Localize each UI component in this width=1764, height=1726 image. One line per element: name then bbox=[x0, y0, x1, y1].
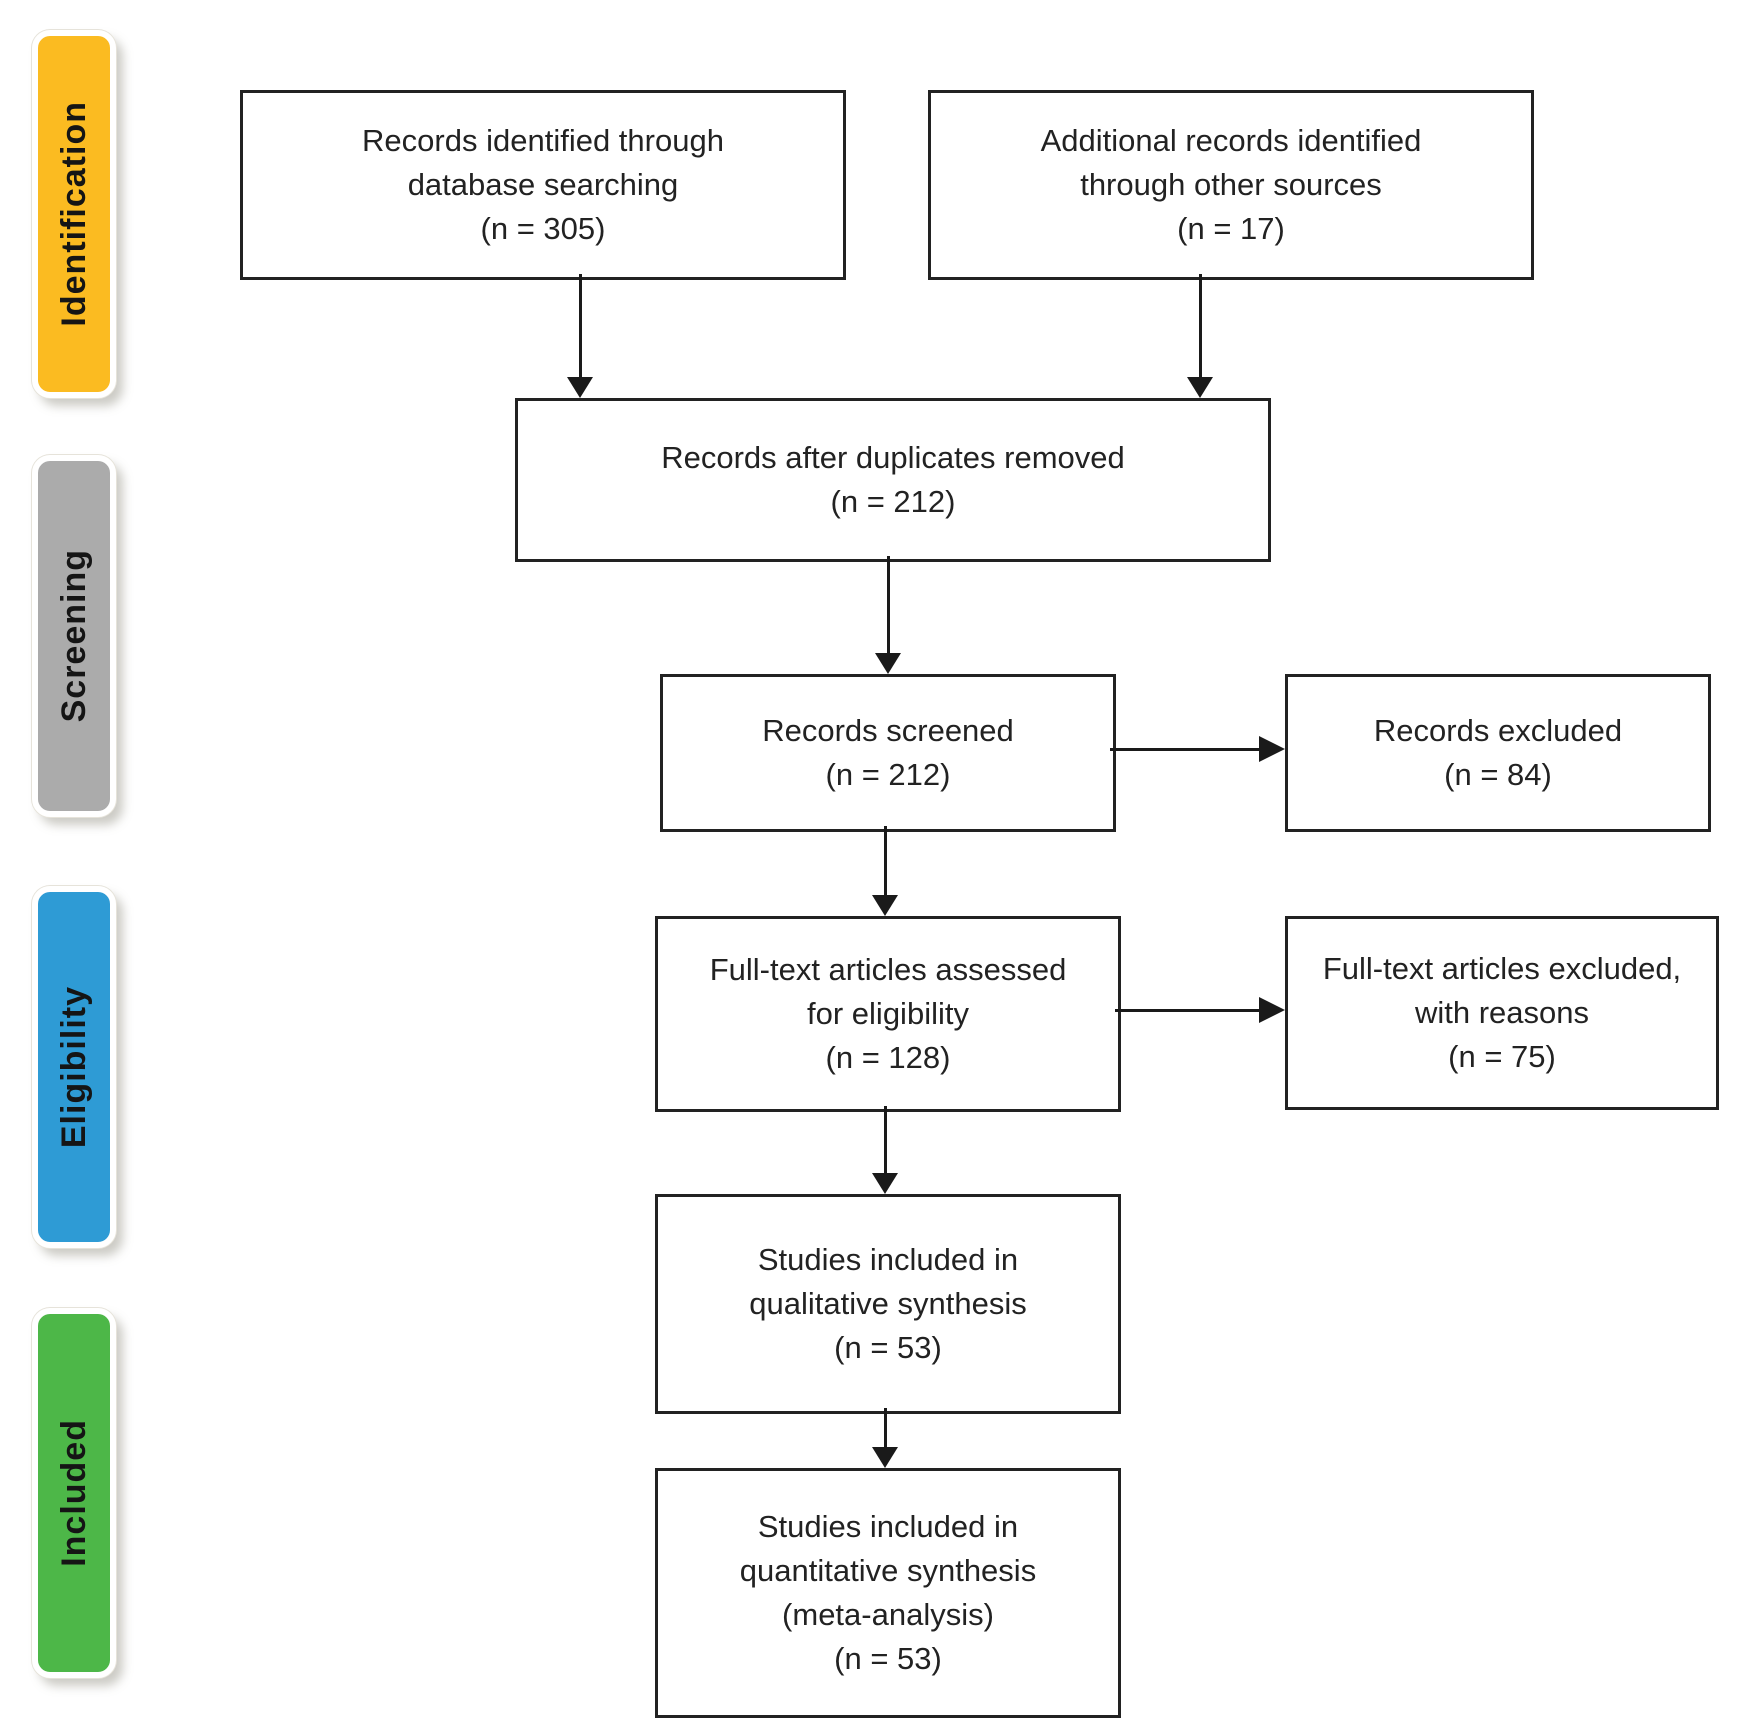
box-fulltext-excluded: Full-text articles excluded, with reason… bbox=[1285, 916, 1719, 1110]
box-fulltext-excluded-label: Full-text articles excluded, with reason… bbox=[1322, 950, 1682, 1074]
box-additional-records-label: Additional records identified through ot… bbox=[1040, 122, 1422, 246]
stage-tab-screening: Screening bbox=[32, 455, 116, 817]
box-records-identified-label: Records identified through database sear… bbox=[362, 122, 724, 246]
stage-label-included: Included bbox=[54, 1419, 93, 1567]
arrow-duplicates-to-screened-line bbox=[887, 556, 890, 654]
box-records-screened: Records screened (n = 212) bbox=[660, 674, 1116, 832]
box-quantitative-synthesis: Studies included in quantitative synthes… bbox=[655, 1468, 1121, 1718]
arrow-qualitative-to-quantitative-head bbox=[872, 1447, 898, 1468]
arrow-screened-to-excluded-head bbox=[1259, 736, 1285, 762]
box-qualitative-synthesis-label: Studies included in qualitative synthesi… bbox=[749, 1241, 1027, 1365]
box-additional-records: Additional records identified through ot… bbox=[928, 90, 1534, 280]
stage-tab-identification: Identification bbox=[32, 30, 116, 398]
arrow-additional-to-duplicates-line bbox=[1199, 274, 1202, 378]
stage-tab-included: Included bbox=[32, 1308, 116, 1678]
arrow-fulltext-to-ftexcluded-head bbox=[1259, 997, 1285, 1023]
arrow-duplicates-to-screened-head bbox=[875, 653, 901, 674]
arrow-fulltext-to-qualitative-head bbox=[872, 1173, 898, 1194]
stage-label-eligibility: Eligibility bbox=[54, 985, 93, 1149]
arrow-fulltext-to-ftexcluded-line bbox=[1115, 1009, 1261, 1012]
box-qualitative-synthesis: Studies included in qualitative synthesi… bbox=[655, 1194, 1121, 1414]
box-records-screened-label: Records screened (n = 212) bbox=[762, 712, 1014, 792]
arrow-screened-to-fulltext-head bbox=[872, 895, 898, 916]
arrow-additional-to-duplicates-head bbox=[1187, 377, 1213, 398]
box-after-duplicates: Records after duplicates removed (n = 21… bbox=[515, 398, 1271, 562]
box-fulltext-assessed: Full-text articles assessed for eligibil… bbox=[655, 916, 1121, 1112]
box-records-excluded-label: Records excluded (n = 84) bbox=[1373, 712, 1623, 792]
stage-label-identification: Identification bbox=[54, 101, 93, 327]
box-after-duplicates-label: Records after duplicates removed (n = 21… bbox=[661, 439, 1125, 519]
box-records-identified: Records identified through database sear… bbox=[240, 90, 846, 280]
arrow-qualitative-to-quantitative-line bbox=[884, 1408, 887, 1450]
arrow-identified-to-duplicates-line bbox=[579, 274, 582, 378]
stage-tab-eligibility: Eligibility bbox=[32, 886, 116, 1248]
arrow-screened-to-fulltext-line bbox=[884, 826, 887, 896]
box-quantitative-synthesis-label: Studies included in quantitative synthes… bbox=[739, 1508, 1037, 1677]
arrow-fulltext-to-qualitative-line bbox=[884, 1106, 887, 1174]
arrow-identified-to-duplicates-head bbox=[567, 377, 593, 398]
box-records-excluded: Records excluded (n = 84) bbox=[1285, 674, 1711, 832]
box-fulltext-assessed-label: Full-text articles assessed for eligibil… bbox=[709, 951, 1067, 1075]
stage-label-screening: Screening bbox=[54, 549, 93, 723]
arrow-screened-to-excluded-line bbox=[1110, 748, 1261, 751]
